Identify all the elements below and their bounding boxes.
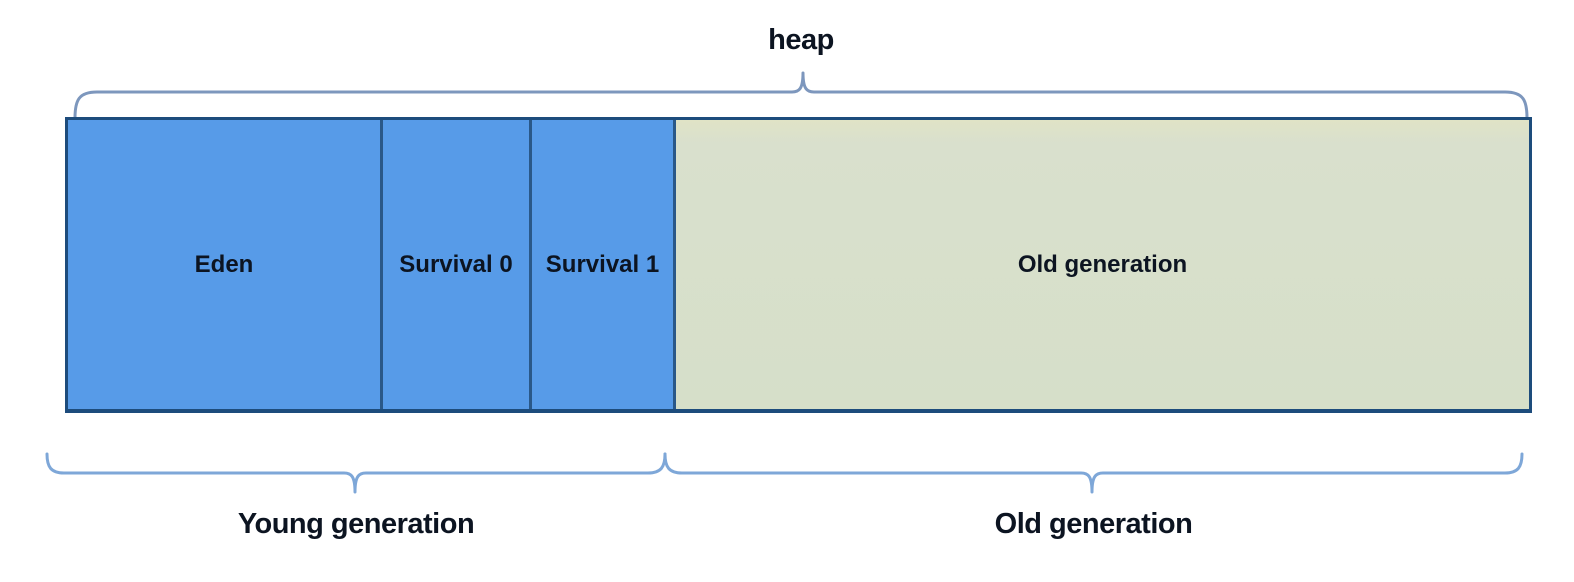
region-old-generation-label: Old generation [1017, 250, 1188, 278]
young-generation-label: Young generation [237, 508, 475, 540]
heap-regions: Eden Survival 0 Survival 1 Old generatio… [65, 117, 1532, 413]
region-survival-1: Survival 1 [532, 120, 676, 409]
region-survival-1-label: Survival 1 [545, 250, 660, 278]
young-generation-brace [45, 452, 667, 494]
old-generation-brace [663, 452, 1524, 494]
heap-title: heap [768, 24, 834, 56]
region-eden: Eden [68, 120, 383, 409]
old-generation-label: Old generation [994, 508, 1193, 540]
region-old-generation: Old generation [676, 120, 1529, 409]
region-survival-0-label: Survival 0 [399, 250, 513, 278]
region-survival-0: Survival 0 [383, 120, 532, 409]
heap-brace [73, 71, 1529, 120]
region-eden-label: Eden [194, 250, 254, 278]
